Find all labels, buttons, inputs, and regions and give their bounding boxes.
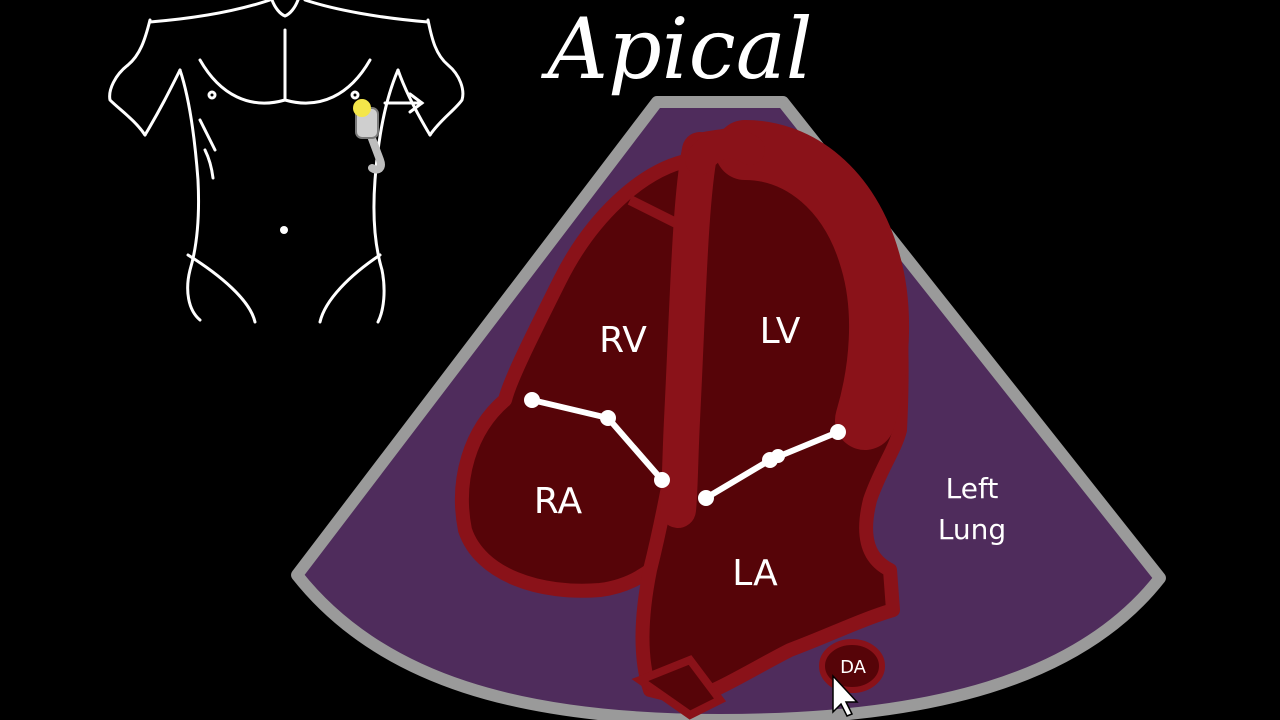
lv-apex [685, 128, 765, 175]
mitral-valve [698, 424, 846, 506]
navel-mark [280, 226, 288, 234]
arrow-right-icon [383, 92, 425, 114]
label-lv: LV [760, 311, 801, 352]
label-da: DA [840, 657, 867, 678]
ultrasound-probe-icon [353, 99, 385, 174]
descending-aorta [819, 639, 885, 693]
pulmonary-vein [631, 655, 727, 720]
mouse-cursor-icon [832, 674, 859, 717]
label-left-lung-line2: Lung [938, 513, 1006, 546]
title: Apical [540, 0, 812, 98]
label-ra: RA [534, 481, 583, 522]
interventricular-septum [660, 132, 718, 528]
label-left-lung-line1: Left [946, 472, 999, 505]
right-heart-wall [455, 153, 707, 598]
lateral-lv-wall [715, 120, 910, 450]
label-rv: RV [599, 320, 647, 361]
label-la: LA [732, 553, 778, 594]
tricuspid-valve [524, 392, 670, 488]
torso-outline-icon [108, 0, 465, 324]
